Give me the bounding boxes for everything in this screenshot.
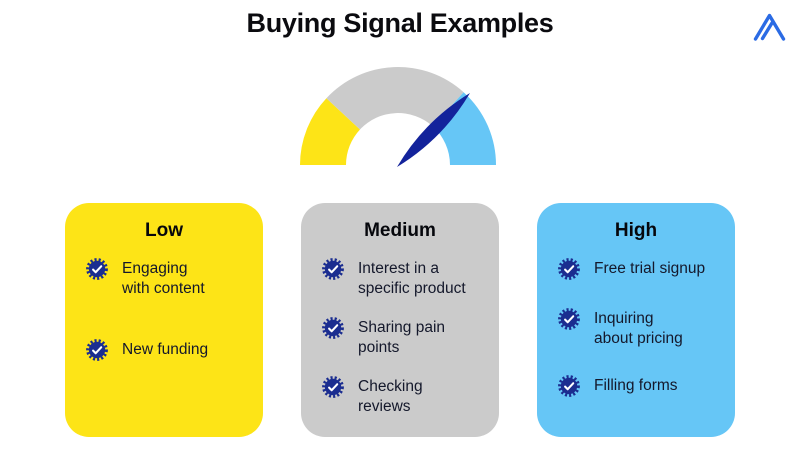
gauge-segment-low bbox=[300, 98, 360, 165]
list-item: Engaging with content bbox=[85, 257, 251, 298]
card-medium-title: Medium bbox=[364, 220, 436, 241]
page-title: Buying Signal Examples bbox=[246, 8, 554, 38]
list-item-label: New funding bbox=[122, 341, 209, 359]
card-high: High Free trial signup Inquiring about p… bbox=[537, 203, 735, 437]
signal-cards: Low Engaging with content New funding bbox=[0, 203, 800, 437]
verified-check-icon bbox=[558, 308, 580, 330]
verified-check-icon bbox=[322, 376, 344, 398]
verified-check-icon bbox=[558, 258, 580, 280]
list-item: Filling forms bbox=[557, 374, 723, 398]
list-item-label: Interest in a specific product bbox=[358, 260, 466, 297]
list-item: Sharing pain points bbox=[321, 316, 487, 357]
verified-check-icon bbox=[322, 258, 344, 280]
list-item-label: Sharing pain points bbox=[358, 319, 446, 356]
verified-check-icon bbox=[322, 317, 344, 339]
list-item-label: Filling forms bbox=[594, 377, 678, 395]
list-item: Checking reviews bbox=[321, 375, 487, 416]
list-item-label: Engaging with content bbox=[122, 260, 205, 297]
verified-check-icon bbox=[86, 339, 108, 361]
list-item: Inquiring about pricing bbox=[557, 307, 723, 348]
gauge-needle bbox=[397, 93, 470, 167]
mountain-logo-icon bbox=[750, 8, 790, 48]
list-item: New funding bbox=[85, 338, 251, 362]
gauge-segment-medium bbox=[326, 67, 464, 130]
card-low-title: Low bbox=[145, 220, 183, 241]
list-item: Free trial signup bbox=[557, 257, 723, 281]
list-item-label: Inquiring about pricing bbox=[594, 310, 683, 347]
list-item-label: Free trial signup bbox=[594, 260, 706, 277]
list-item: Interest in a specific product bbox=[321, 257, 487, 298]
list-item-label: Checking reviews bbox=[358, 378, 423, 415]
gauge-meter bbox=[299, 62, 499, 168]
card-medium: Medium Interest in a specific product Sh… bbox=[301, 203, 499, 437]
card-low: Low Engaging with content New funding bbox=[65, 203, 263, 437]
card-high-title: High bbox=[614, 220, 658, 241]
verified-check-icon bbox=[558, 375, 580, 397]
verified-check-icon bbox=[86, 258, 108, 280]
